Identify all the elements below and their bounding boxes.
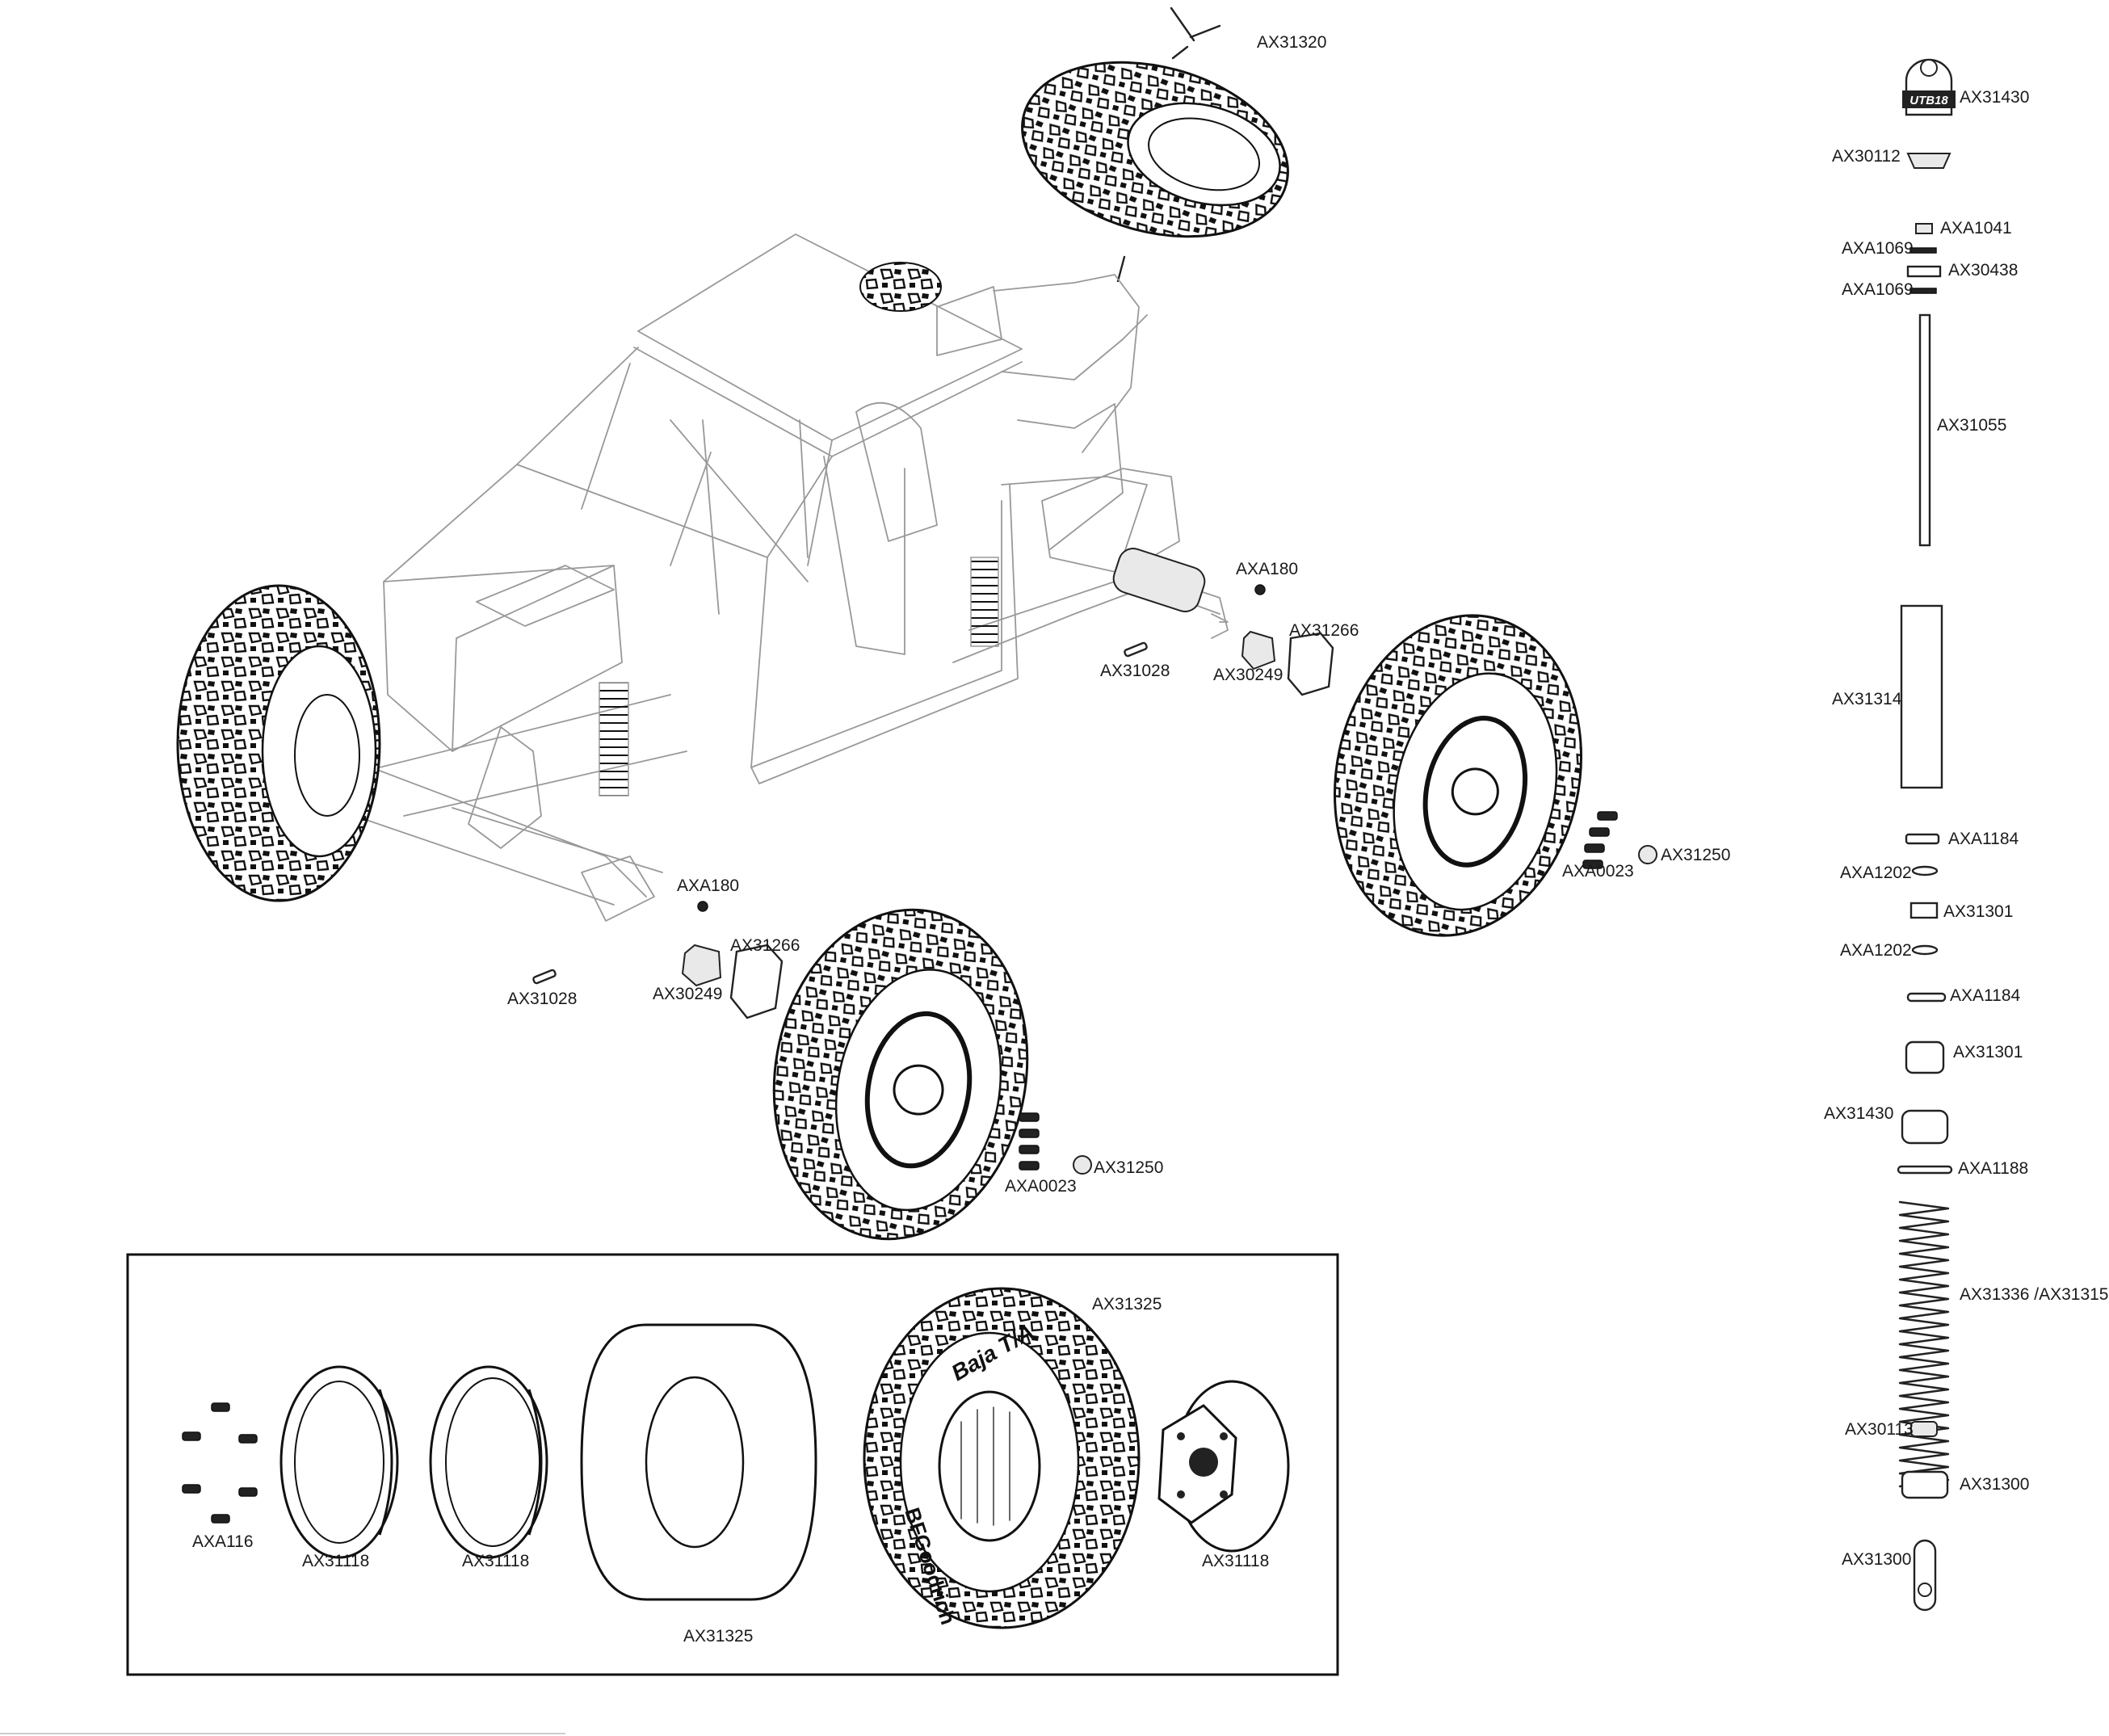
label-shock-2: AXA1041	[1940, 219, 2012, 237]
label-shock-19: AX31300	[1842, 1550, 1912, 1569]
beadlock-ring-inner	[429, 1365, 548, 1559]
label-pin-rear: AXA180	[1236, 560, 1299, 578]
label-axle-pin-rear: AX31028	[1100, 662, 1170, 680]
wheel-exploded-box	[126, 1253, 1339, 1676]
label-nut-front: AX30249	[653, 985, 723, 1003]
label-shock-9: AXA1202	[1840, 864, 1912, 882]
axle-pin-rear	[1124, 641, 1148, 658]
label-shock-17: AX30113	[1845, 1420, 1914, 1439]
label-shock-15: AXA1188	[1958, 1159, 2029, 1178]
beadlock-ring-outer	[279, 1365, 399, 1559]
label-tire: AX31325	[1092, 1295, 1162, 1314]
tire-box: Baja T/A BFGoodrich	[863, 1287, 1141, 1629]
hub-face	[1157, 1380, 1290, 1553]
wheel-nut-rear	[1638, 845, 1657, 864]
label-shock-10: AX31301	[1943, 902, 2014, 921]
wheel-nut-front	[1073, 1155, 1092, 1175]
label-pin-front: AXA180	[677, 876, 740, 895]
spare-tire-mount	[1170, 6, 1221, 60]
pin-front	[697, 901, 708, 912]
label-screws-rear: AXA0023	[1562, 862, 1634, 881]
screws-box	[182, 1402, 258, 1524]
tire-foam	[580, 1323, 817, 1601]
shock-exploded-stack: UTB18	[1897, 58, 1956, 1612]
label-nut-rear: AX30249	[1213, 666, 1283, 684]
label-screws-box: AXA116	[192, 1532, 254, 1551]
label-shock-5: AXA1069	[1842, 280, 1914, 299]
label-shock-14: AX31430	[1824, 1104, 1894, 1123]
label-shock-6: AX31055	[1937, 416, 2007, 435]
rear-left-tire	[859, 262, 942, 312]
label-hub-face: AX31118	[1202, 1552, 1270, 1570]
label-shock-1: AX30112	[1832, 147, 1901, 166]
hex-front	[729, 944, 784, 1019]
label-hex-rear: AX31266	[1289, 621, 1359, 640]
label-shock-18: AX31300	[1960, 1475, 2030, 1494]
label-wheel-nut-rear: AX31250	[1661, 846, 1731, 864]
hex-rear	[1287, 632, 1334, 696]
spare-post	[1116, 255, 1126, 283]
nut-rear	[1241, 630, 1276, 670]
label-wheel-nut-front: AX31250	[1094, 1158, 1164, 1177]
label-beadlock-inner: AX31118	[462, 1552, 530, 1570]
screws-front	[1019, 1112, 1040, 1171]
label-beadlock-outer: AX31118	[302, 1552, 370, 1570]
label-shock-13: AX31301	[1953, 1043, 2023, 1061]
label-shock-16: AX31336 /AX31315	[1960, 1285, 2109, 1304]
label-shock-8: AXA1184	[1948, 830, 2019, 848]
label-shock-0: AX31430	[1960, 88, 2030, 107]
label-shock-11: AXA1202	[1840, 941, 1912, 960]
shock-cap-logo: UTB18	[1909, 94, 1948, 107]
label-shock-3: AXA1069	[1842, 239, 1914, 258]
label-axle-pin-front: AX31028	[507, 990, 578, 1008]
front-coilover	[599, 682, 629, 797]
axle-pin-front	[532, 969, 557, 985]
label-foam: AX31325	[683, 1627, 754, 1646]
motor	[1112, 548, 1206, 612]
shock-spring	[1898, 1200, 1950, 1488]
rear-coilover	[970, 557, 999, 647]
pin-rear	[1254, 584, 1266, 595]
front-left-wheel	[176, 584, 381, 902]
screws-rear	[1582, 811, 1618, 869]
label-screws-front: AXA0023	[1005, 1177, 1077, 1196]
front-right-wheel-group	[532, 901, 1092, 1241]
nut-front	[681, 944, 722, 987]
label-shock-7: AX31314	[1832, 690, 1902, 708]
label-shock-12: AXA1184	[1950, 986, 2021, 1005]
label-spare-tire-mount: AX31320	[1257, 33, 1327, 52]
spare-tire	[1021, 6, 1289, 283]
rear-right-wheel-group	[1124, 584, 1657, 937]
buggy-chassis	[306, 233, 1229, 922]
label-hex-front: AX31266	[730, 936, 800, 955]
label-shock-4: AX30438	[1948, 261, 2019, 280]
